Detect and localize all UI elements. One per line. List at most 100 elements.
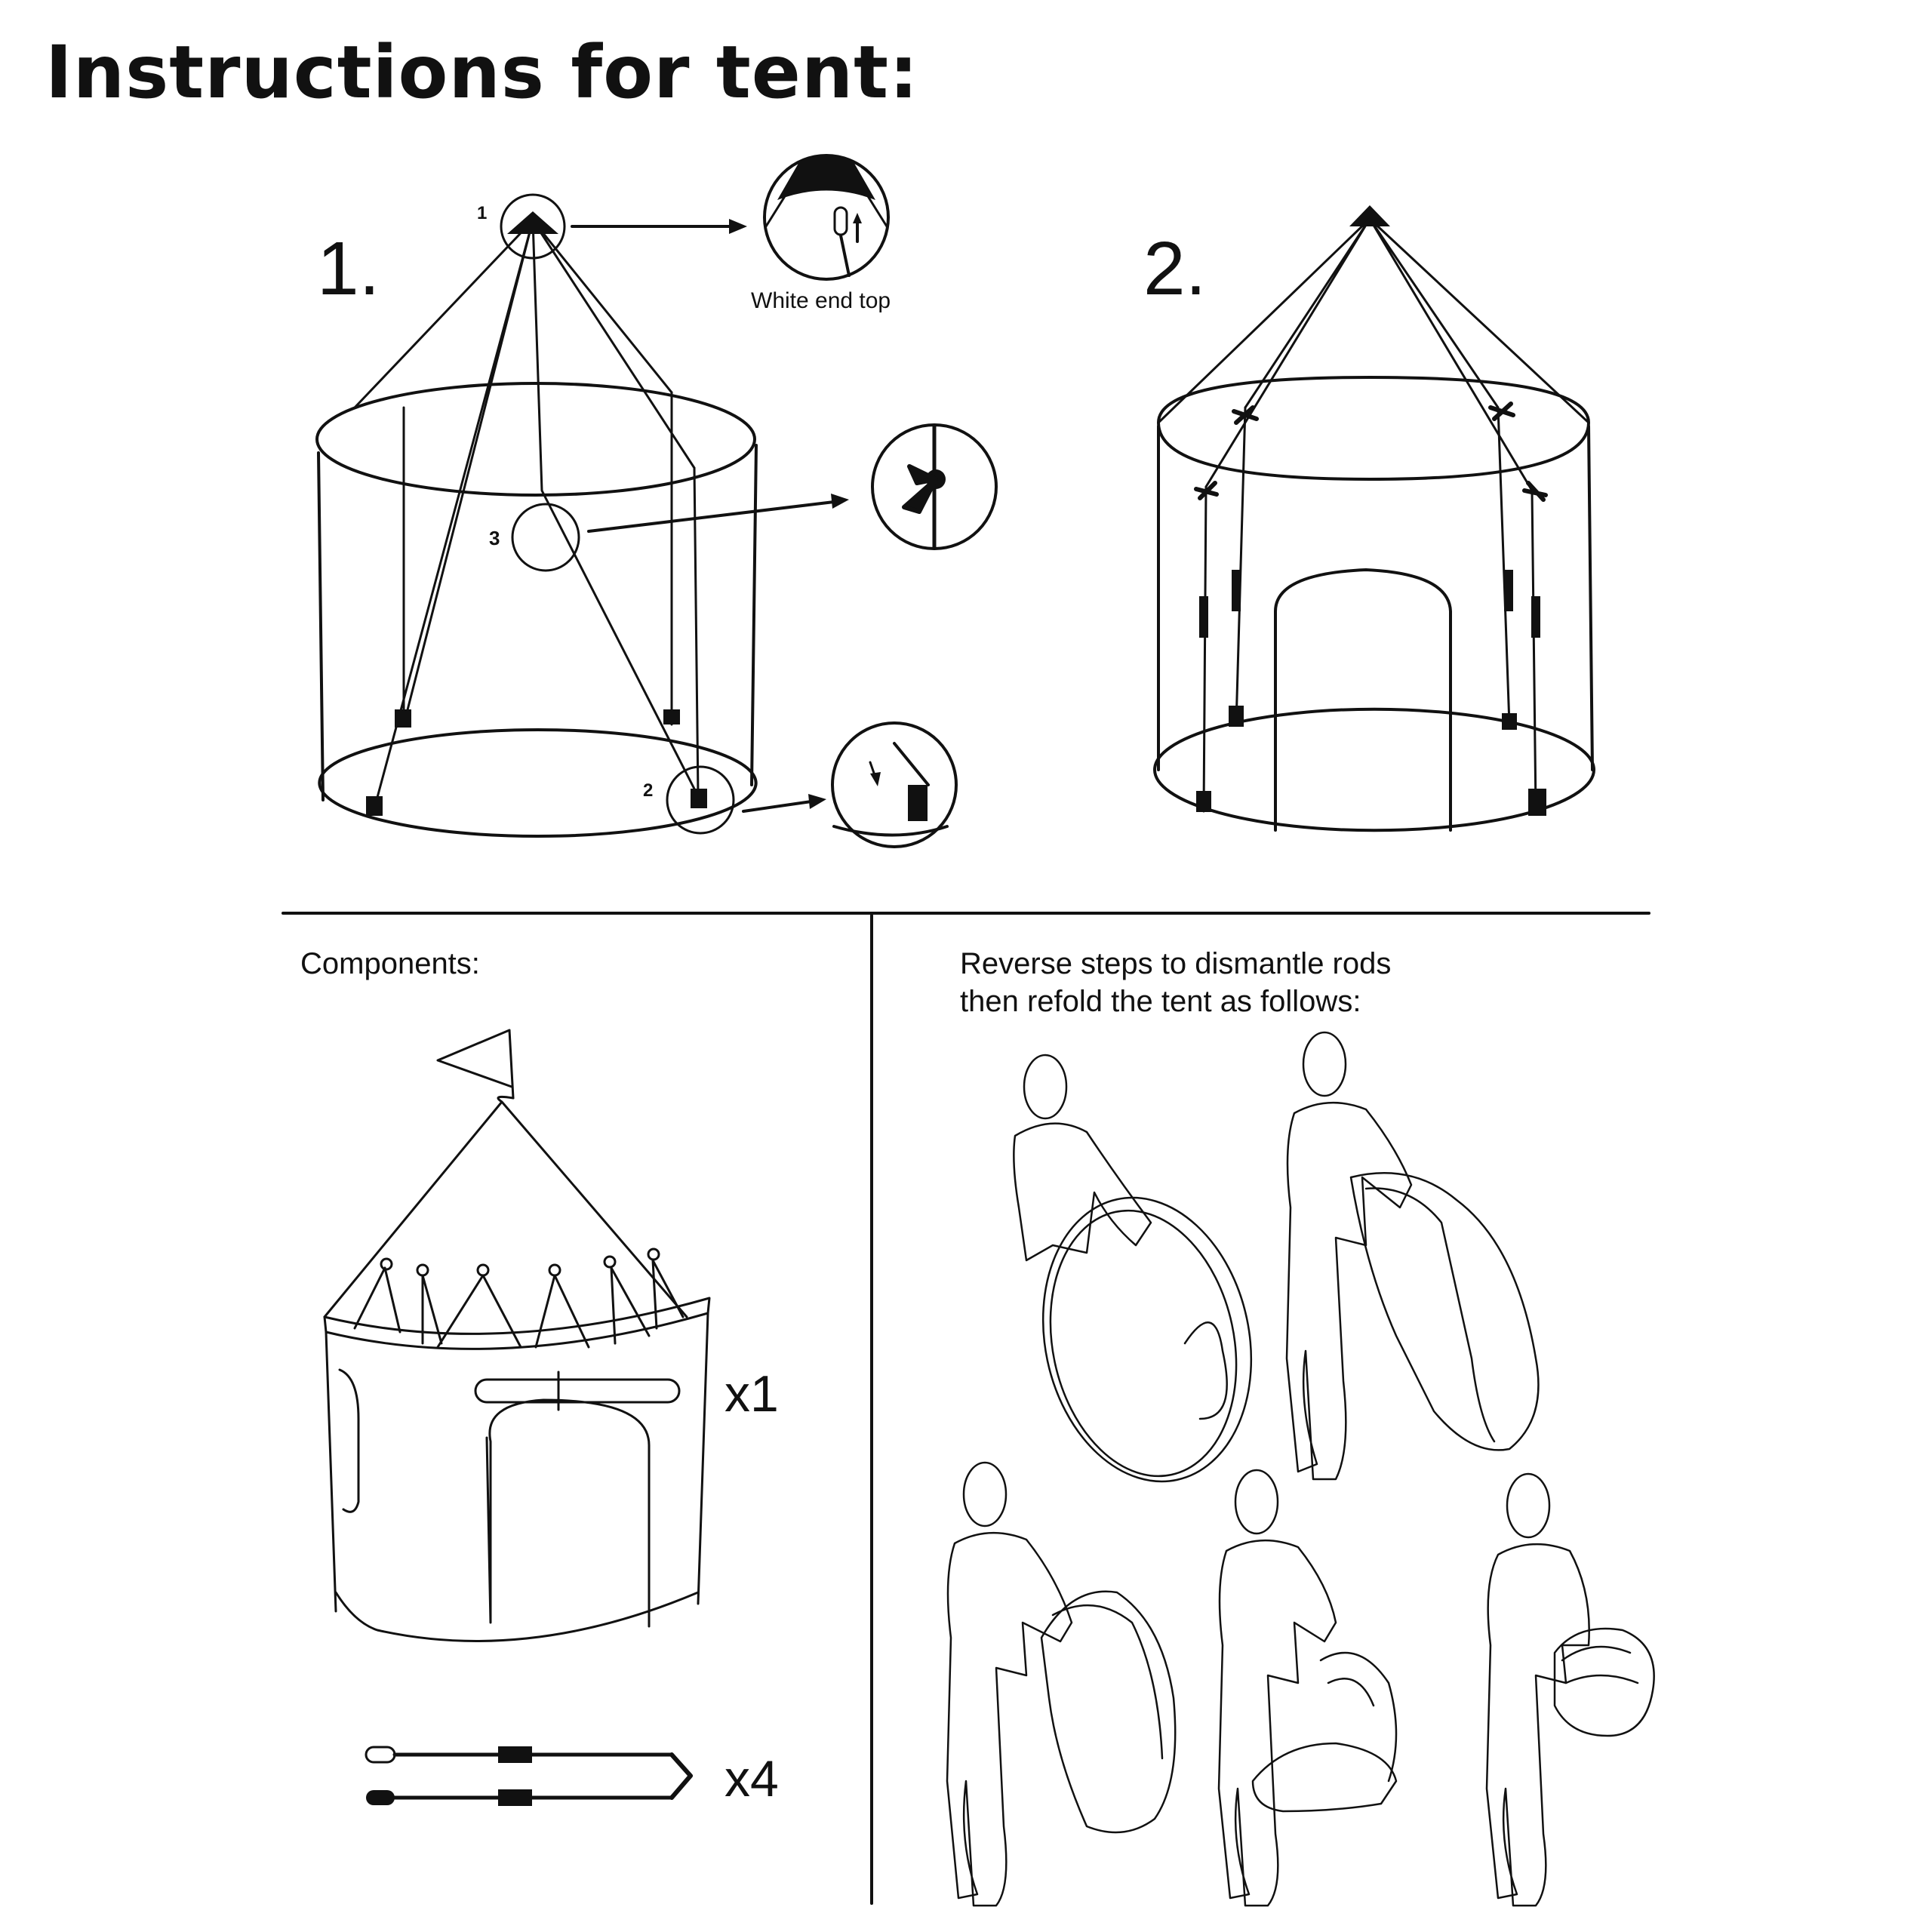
- scallop-dot: [380, 1257, 393, 1271]
- tent-fold: [1183, 1321, 1228, 1420]
- pocket: [1196, 791, 1211, 812]
- tent-door: [485, 1398, 651, 1628]
- tent-body-right: [697, 1312, 709, 1605]
- person-head: [1506, 1472, 1551, 1539]
- rod-joint: [498, 1789, 532, 1806]
- tent-fold: [1051, 1604, 1164, 1760]
- scallop-dot: [476, 1263, 490, 1277]
- person-body: [1217, 1539, 1337, 1907]
- roof-scallops: [353, 1259, 685, 1349]
- pocket: [1229, 706, 1244, 727]
- person-body: [946, 1531, 1073, 1907]
- rod-sleeve: [1504, 570, 1513, 611]
- refold-step-1: [1013, 1054, 1253, 1483]
- person-body: [1285, 1101, 1413, 1481]
- person-head: [1234, 1469, 1279, 1535]
- folding-tent: [1041, 1196, 1253, 1483]
- tent-wall-right: [750, 444, 758, 786]
- arrow-to-detail-2: [742, 800, 813, 813]
- tent-top-ring: [1157, 376, 1590, 481]
- step-2-number: 2.: [1143, 226, 1206, 311]
- components-section: Components: x1 x4: [300, 947, 779, 1807]
- rod-sleeve: [1531, 596, 1540, 638]
- callout-number-2: 2: [643, 780, 653, 801]
- tie-ribbon-icon: [902, 464, 938, 514]
- white-rod-end-icon: [365, 1746, 396, 1764]
- callout-number-3: 3: [489, 527, 500, 549]
- detail-ground-edge: [832, 825, 949, 837]
- white-end-top-caption: White end top: [751, 288, 891, 313]
- folding-tent-edge: [1049, 1209, 1238, 1478]
- callout-circle-2: [666, 765, 735, 835]
- black-rod-end-icon: [366, 1790, 395, 1805]
- step-1-number: 1.: [317, 226, 380, 311]
- rod-joint: [498, 1746, 532, 1763]
- person-head: [962, 1461, 1008, 1527]
- rod-quantity: x4: [724, 1750, 779, 1807]
- scallop-dot: [603, 1255, 617, 1269]
- flag-icon: [436, 1029, 515, 1100]
- tent-wall-left: [317, 451, 325, 801]
- detail-rod-2: [893, 742, 930, 786]
- rod-sleeve: [1232, 570, 1241, 611]
- white-rod-end-icon: [833, 206, 848, 236]
- person-body: [1485, 1543, 1590, 1907]
- callout-circle-3: [511, 503, 580, 572]
- refold-line-1: Reverse steps to dismantle rods: [960, 947, 1391, 980]
- pocket: [691, 789, 707, 808]
- pocket-detail-icon: [908, 785, 928, 821]
- step-2-diagram: 2.: [1143, 205, 1595, 832]
- pocket: [1528, 789, 1546, 816]
- apex-cap: [1349, 205, 1390, 226]
- arrow-head-icon: [808, 794, 826, 809]
- tent-roof: [323, 1095, 688, 1318]
- folding-tent-ring: [1251, 1742, 1398, 1813]
- detail-lines: [764, 195, 888, 228]
- tent-bottom-ring: [318, 728, 758, 838]
- tent-fold: [1364, 1187, 1496, 1443]
- tent-wall-right: [1587, 425, 1594, 771]
- folded-tent: [1553, 1627, 1655, 1737]
- rod-bend: [669, 1752, 693, 1800]
- detail-circle-top: [763, 154, 890, 281]
- refold-step-5: [1485, 1472, 1655, 1907]
- folding-tent: [1040, 1590, 1177, 1834]
- pocket: [663, 709, 680, 724]
- tie-icons: [1194, 401, 1548, 502]
- rod-sleeve: [1199, 596, 1208, 638]
- door-roll: [474, 1378, 681, 1404]
- tent-fold: [1319, 1651, 1398, 1783]
- roof-rods: [353, 219, 700, 813]
- refold-step-2: [1285, 1031, 1540, 1481]
- person-body: [1013, 1122, 1152, 1262]
- components-heading: Components:: [300, 947, 480, 980]
- pocket: [395, 709, 411, 728]
- callout-circle-1: [500, 193, 566, 260]
- page-title: Instructions for tent:: [45, 30, 919, 115]
- refold-step-3: [946, 1461, 1177, 1907]
- scallop-dot: [647, 1247, 660, 1261]
- apex-cap: [507, 211, 558, 234]
- tent-fold: [1561, 1645, 1639, 1684]
- rod-insert-arrow-icon: [839, 217, 859, 277]
- arrow-head-icon: [729, 219, 747, 234]
- tent-body-left: [325, 1331, 337, 1613]
- scallop-dot: [548, 1263, 561, 1277]
- refold-step-4: [1217, 1469, 1398, 1907]
- arrow-head-icon: [853, 213, 862, 223]
- folding-tent: [1349, 1172, 1540, 1451]
- person-head: [1302, 1031, 1347, 1097]
- tent-base: [334, 1591, 700, 1642]
- person-head: [1023, 1054, 1068, 1120]
- tent-window: [338, 1368, 360, 1513]
- detail-circle-pocket: [831, 721, 958, 848]
- arrow-to-detail-3: [587, 500, 835, 533]
- tent-top-ring: [315, 382, 756, 497]
- door-arch: [1274, 568, 1452, 832]
- tent-quantity: x1: [724, 1365, 779, 1423]
- pocket: [366, 796, 383, 816]
- arrow-head-icon: [870, 772, 881, 786]
- roof-rods: [1157, 217, 1590, 492]
- vertical-rods: [402, 391, 700, 798]
